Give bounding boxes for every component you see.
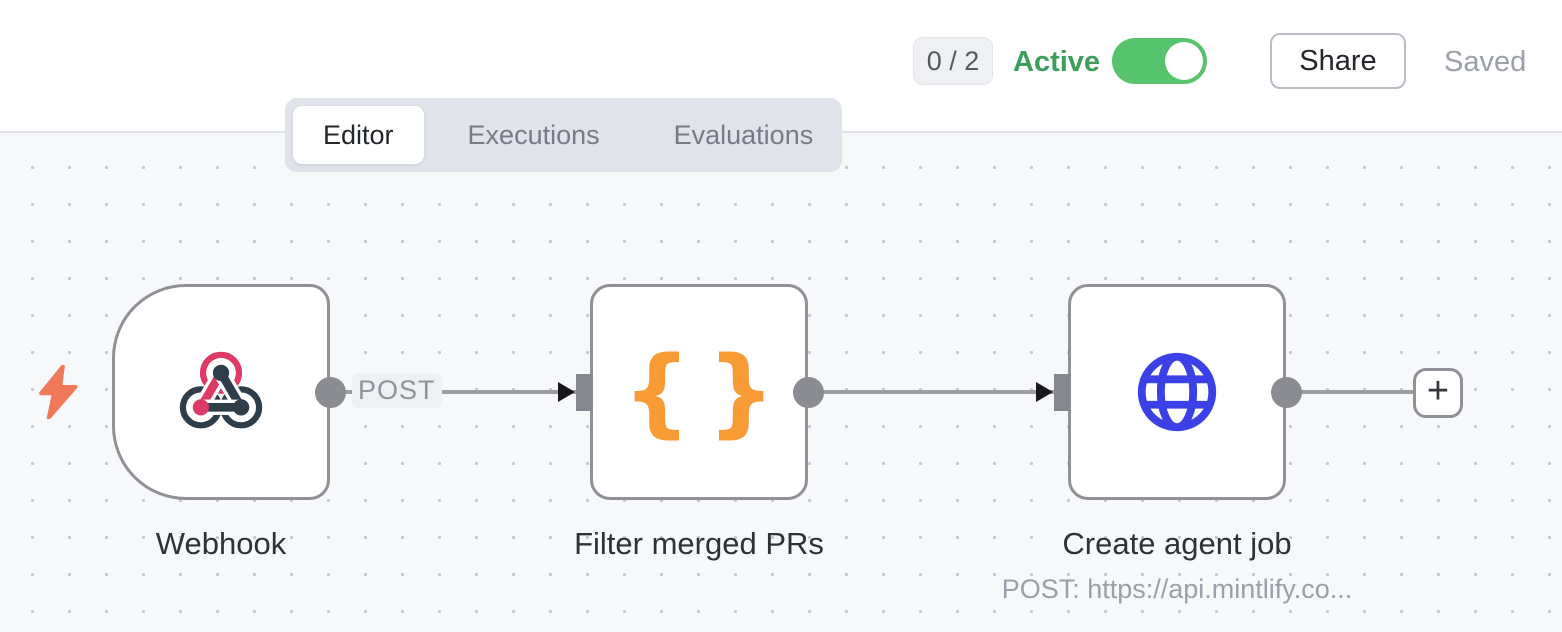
connection-webhook-filter[interactable]	[345, 390, 578, 394]
view-tabbar: Editor Executions Evaluations	[285, 98, 842, 172]
node-label-create: Create agent job	[1062, 526, 1292, 561]
workflow-canvas[interactable]: Webhook POST {} Filter merged PRs	[0, 133, 1562, 632]
tab-evaluations[interactable]: Evaluations	[673, 119, 814, 150]
webhook-output-connector[interactable]	[315, 377, 346, 408]
connection-label-post: POST	[352, 373, 442, 408]
add-node-button[interactable]: +	[1413, 368, 1463, 418]
node-webhook[interactable]	[112, 284, 330, 500]
node-sublabel-create: POST: https://api.mintlify.co...	[1001, 574, 1353, 604]
issue-counter-badge: 0 / 2	[913, 37, 993, 85]
connection-create-add[interactable]	[1301, 390, 1416, 394]
connection-arrowhead	[558, 382, 575, 402]
connection-arrowhead	[1036, 382, 1053, 402]
node-filter-merged-prs[interactable]: {}	[590, 284, 808, 500]
code-icon: {}	[622, 336, 776, 448]
webhook-icon	[179, 351, 263, 429]
zap-icon	[39, 365, 78, 419]
connection-filter-create[interactable]	[823, 390, 1056, 394]
saved-status: Saved	[1444, 46, 1527, 78]
node-label-filter: Filter merged PRs	[574, 526, 824, 561]
tab-executions[interactable]: Executions	[467, 119, 600, 150]
toggle-knob	[1165, 42, 1203, 80]
plus-icon: +	[1426, 370, 1450, 412]
node-create-agent-job[interactable]	[1068, 284, 1286, 500]
node-label-webhook: Webhook	[155, 526, 287, 561]
create-input-connector[interactable]	[1054, 374, 1071, 411]
create-output-connector[interactable]	[1271, 377, 1302, 408]
share-button[interactable]: Share	[1270, 33, 1406, 89]
filter-input-connector[interactable]	[576, 374, 593, 411]
active-label: Active	[1013, 46, 1101, 78]
active-toggle[interactable]	[1112, 38, 1207, 84]
globe-icon	[1137, 352, 1217, 432]
filter-output-connector[interactable]	[793, 377, 824, 408]
tab-editor[interactable]: Editor	[293, 106, 424, 164]
